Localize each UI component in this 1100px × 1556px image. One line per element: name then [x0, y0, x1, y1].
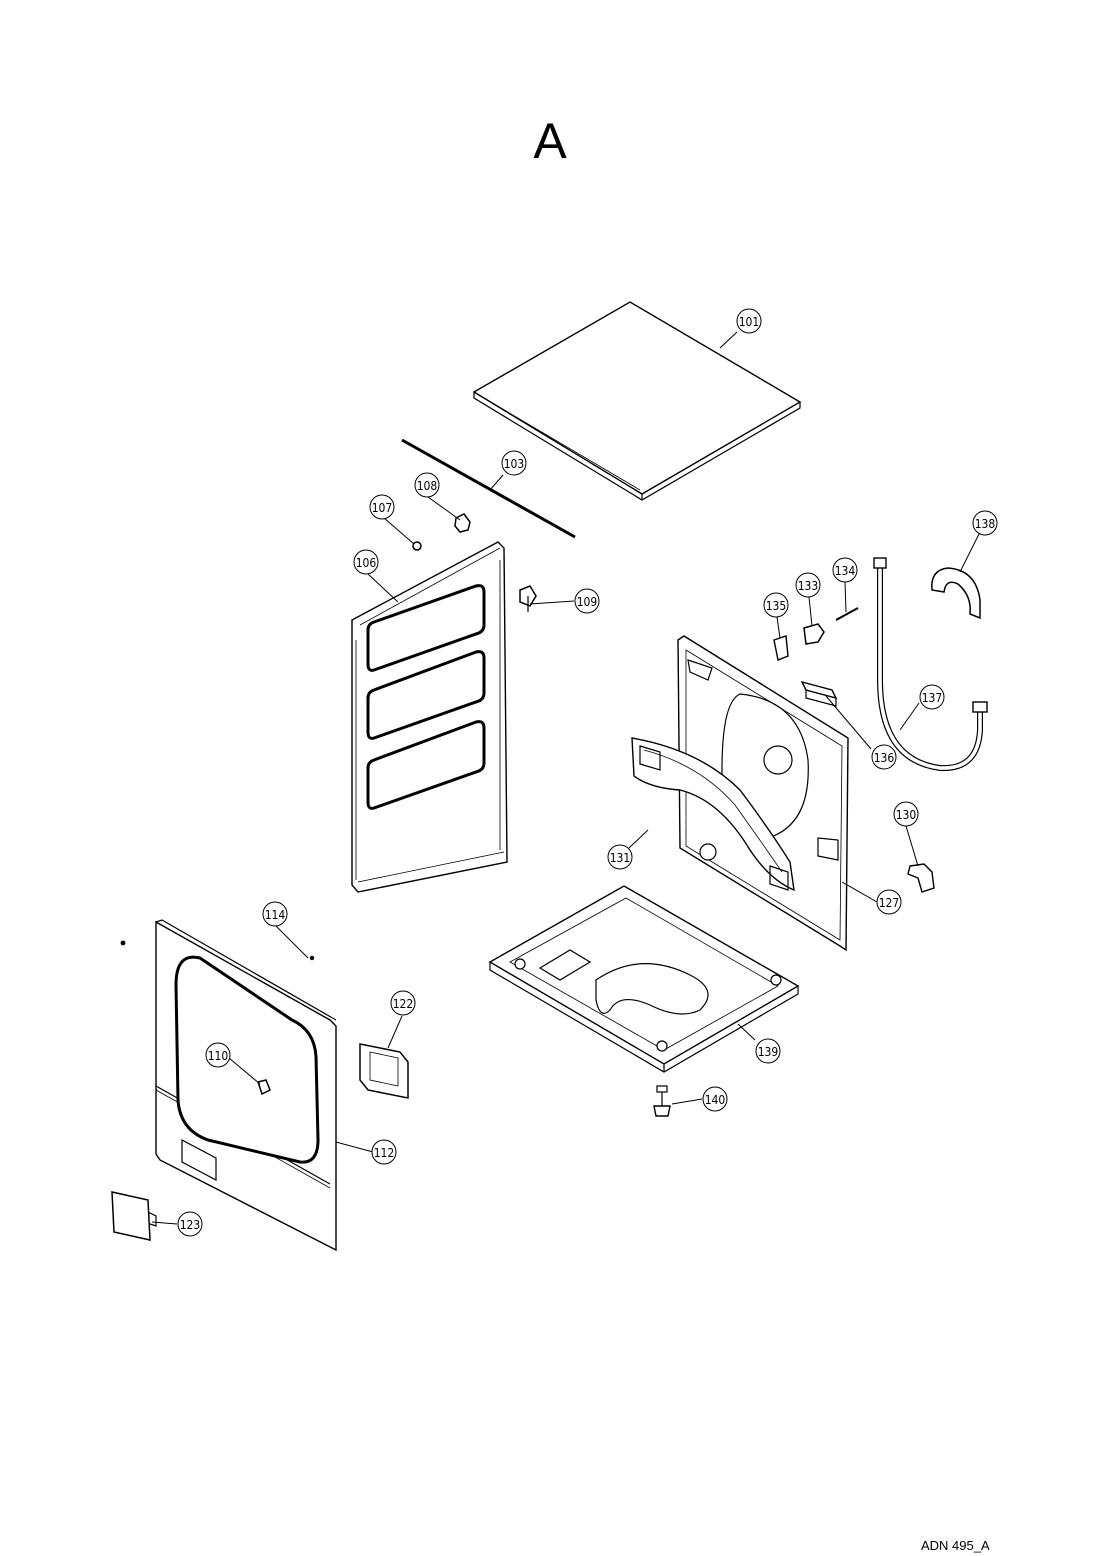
balloon-label-109: 109 [577, 595, 598, 609]
part-139-base-frame [488, 885, 800, 1073]
balloon-label-107: 107 [372, 501, 393, 515]
balloon-label-134: 134 [835, 564, 856, 578]
part-133-valve [803, 623, 825, 645]
balloon-134: 134 [832, 557, 858, 583]
part-110-hinge [257, 1079, 271, 1096]
part-140-foot [653, 1085, 671, 1117]
balloon-label-114: 114 [265, 908, 286, 922]
balloon-101: 101 [736, 308, 762, 334]
part-108-clip [454, 513, 471, 533]
balloon-label-138: 138 [975, 517, 996, 531]
balloon-110: 110 [205, 1042, 231, 1068]
balloon-label-139: 139 [758, 1045, 779, 1059]
balloon-label-103: 103 [504, 457, 525, 471]
drawing-code: ADN 495_A [921, 1538, 990, 1553]
balloon-114: 114 [262, 901, 288, 927]
balloon-label-136: 136 [874, 751, 895, 765]
balloon-140: 140 [702, 1086, 728, 1112]
balloon-107: 107 [369, 494, 395, 520]
balloon-139: 139 [755, 1038, 781, 1064]
sheet-title: A [533, 113, 567, 169]
balloon-108: 108 [414, 472, 440, 498]
part-136-terminal-block [800, 680, 838, 707]
part-101-top-cover [472, 301, 802, 501]
balloon-123: 123 [177, 1211, 203, 1237]
balloon-label-122: 122 [393, 997, 414, 1011]
part-130-bracket [907, 863, 935, 893]
balloon-label-123: 123 [180, 1218, 201, 1232]
balloon-label-127: 127 [879, 896, 900, 910]
balloon-122: 122 [390, 990, 416, 1016]
part-134-screw [835, 607, 859, 621]
part-138-hose-hook [931, 567, 981, 620]
balloon-label-108: 108 [417, 479, 438, 493]
balloon-label-135: 135 [766, 599, 787, 613]
part-135-plate [773, 635, 789, 661]
balloon-136: 136 [871, 744, 897, 770]
balloon-130: 130 [893, 801, 919, 827]
part-131-wiring-duct [631, 737, 795, 892]
part-137-inlet-hose [873, 557, 988, 772]
balloon-label-131: 131 [610, 851, 631, 865]
balloon-label-112: 112 [374, 1146, 395, 1160]
part-123-flap [111, 1191, 157, 1241]
balloon-label-106: 106 [356, 556, 377, 570]
part-103-seal-strip [401, 438, 576, 539]
balloon-label-110: 110 [208, 1049, 229, 1063]
balloon-131: 131 [607, 844, 633, 870]
balloon-label-137: 137 [922, 691, 943, 705]
balloon-109: 109 [574, 588, 600, 614]
part-107-nut [412, 541, 422, 551]
balloon-137: 137 [919, 684, 945, 710]
balloon-127: 127 [876, 889, 902, 915]
balloon-112: 112 [371, 1139, 397, 1165]
part-114-screw [120, 940, 315, 961]
balloon-label-101: 101 [739, 315, 760, 329]
balloon-106: 106 [353, 549, 379, 575]
part-106-side-panel [351, 541, 508, 893]
balloon-133: 133 [795, 572, 821, 598]
balloon-135: 135 [763, 592, 789, 618]
balloon-label-140: 140 [705, 1093, 726, 1107]
part-122-frame [359, 1043, 409, 1099]
balloon-103: 103 [501, 450, 527, 476]
balloon-label-130: 130 [896, 808, 917, 822]
leader-lines [151, 331, 980, 1225]
balloon-label-133: 133 [798, 579, 819, 593]
part-127-back-panel [677, 635, 849, 952]
part-109-bracket [519, 585, 537, 612]
part-112-front-panel [155, 919, 337, 1252]
balloon-138: 138 [972, 510, 998, 536]
